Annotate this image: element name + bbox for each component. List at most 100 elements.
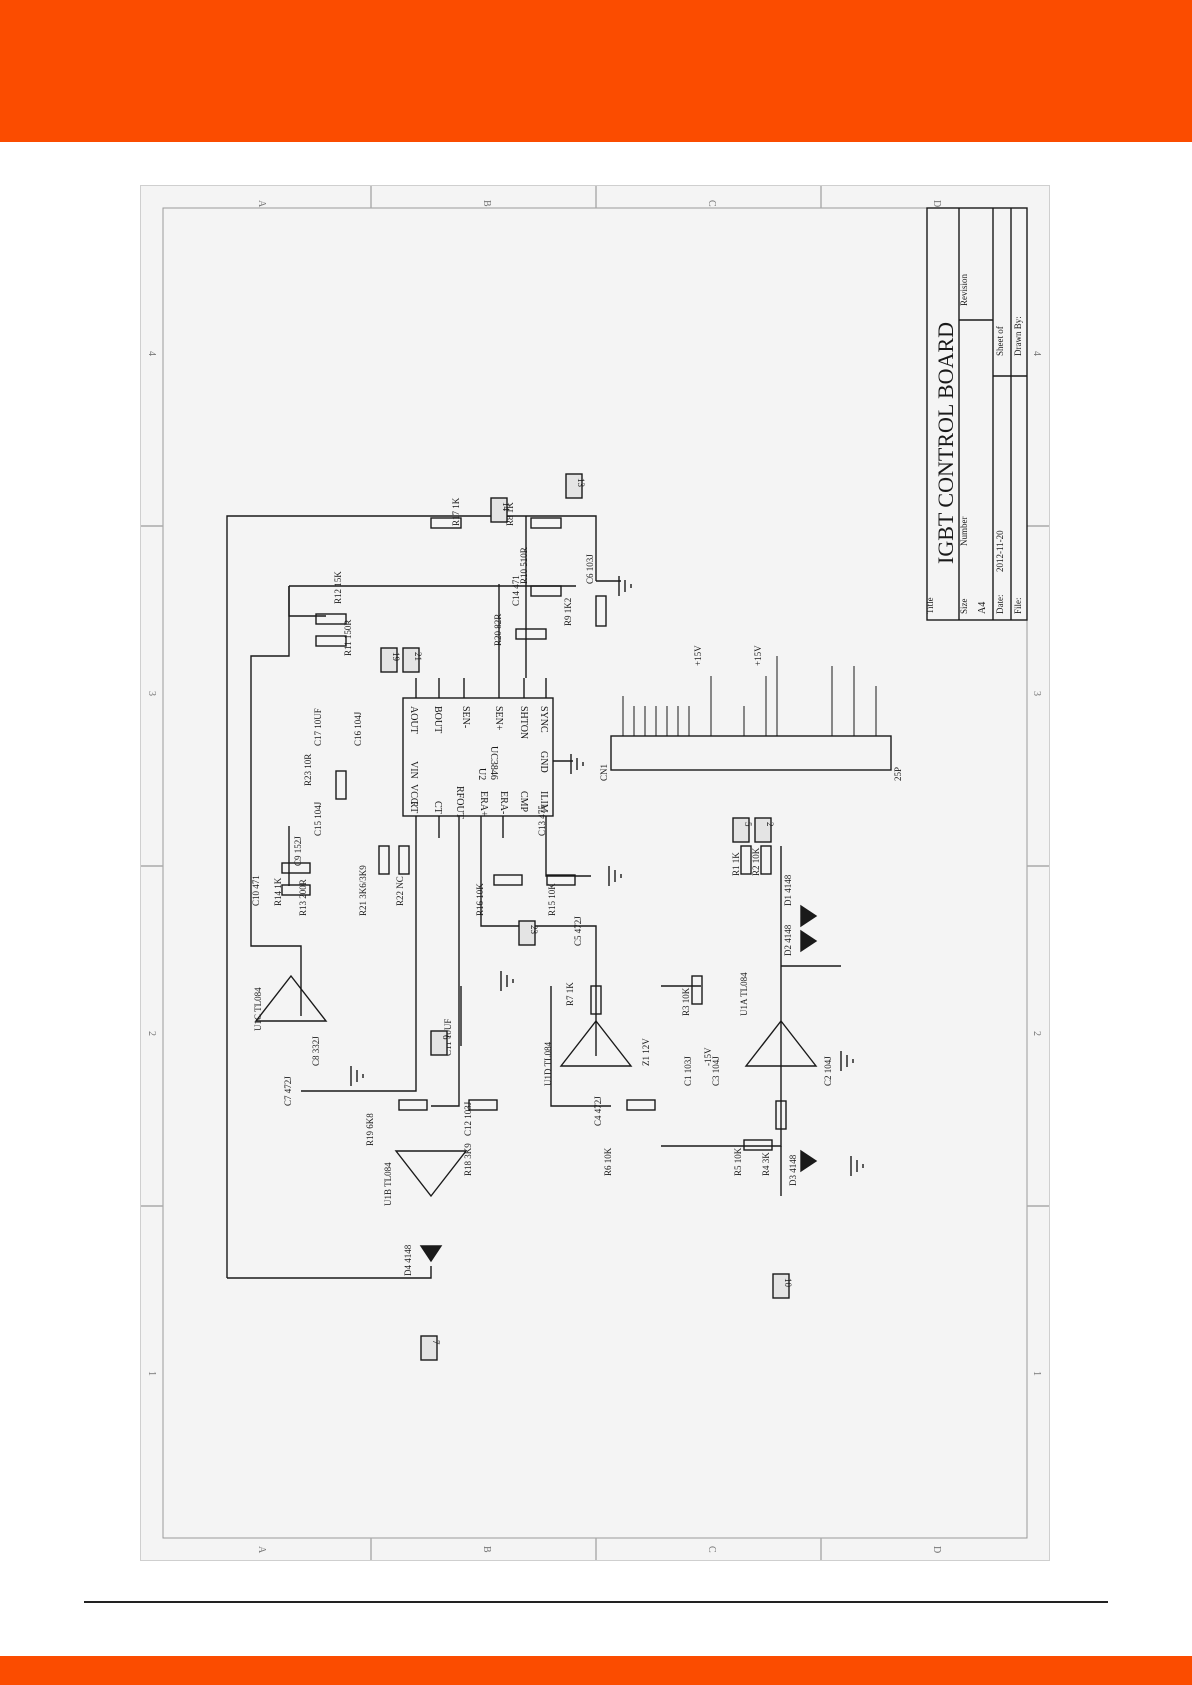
u2-pin-era-plus: ERA+: [478, 791, 489, 817]
svg-text:7: 7: [431, 1340, 441, 1345]
svg-text:5: 5: [743, 822, 753, 827]
svg-text:6: 6: [441, 1035, 451, 1040]
grid-col-a-top: A: [256, 200, 267, 208]
label-c6: C6 103J: [585, 554, 595, 584]
label-c13: C13 475: [537, 805, 547, 836]
port-2: 2: [754, 817, 775, 843]
u2-pin-sen-minus: SEN-: [460, 706, 471, 728]
label-r12: R12 15K: [333, 571, 343, 604]
label-c7: C7 472J: [283, 1076, 293, 1106]
supply-plus15: +15V: [693, 645, 703, 666]
label-d3: D3 4148: [788, 1154, 798, 1186]
grid-col-a-bottom: A: [256, 1546, 267, 1554]
label-r11: R11 150R: [343, 620, 353, 656]
size-value: A4: [977, 602, 988, 614]
title-text: IGBT CONTROL BOARD: [933, 322, 958, 564]
label-c4: C4 472J: [593, 1096, 603, 1126]
label-u1d: U1D TL084: [543, 1041, 553, 1086]
label-r21: R21 3K6/3K9: [358, 865, 368, 916]
label-u1a: U1A TL084: [739, 972, 749, 1016]
u2-pin-rt: RT: [408, 801, 419, 813]
port-10: 10: [772, 1273, 793, 1299]
label-r14: R14 1K: [273, 877, 283, 906]
port-5: 5: [732, 817, 753, 843]
label-c12: C12 103J: [463, 1101, 473, 1136]
port-23: 23: [518, 920, 539, 946]
net-ports: 13 14 19 21 6 23 7 5 2 10: [380, 473, 793, 1361]
d2-diode-icon: [800, 929, 818, 953]
label-r13: R13 200R: [298, 879, 308, 916]
sheet-label: Sheet of: [995, 326, 1005, 356]
svg-text:14: 14: [501, 502, 511, 512]
components: [254, 517, 818, 1263]
label-r2: R2 10K: [751, 847, 761, 876]
grid-row-4-left: 4: [146, 351, 157, 356]
label-c16: C16 104J: [353, 711, 363, 746]
label-r8: R8 1K: [505, 502, 515, 526]
ground-icon: [618, 576, 632, 596]
grid-col-b-bottom: B: [481, 1546, 492, 1553]
label-r22: R22 NC: [395, 876, 405, 906]
label-r15: R15 10K: [547, 883, 557, 916]
ground-icon: [840, 1051, 854, 1071]
supply-plus15-b: +15V: [753, 645, 763, 666]
u2-pin-ilim: ILIM: [538, 791, 549, 813]
label-r23: R23 10R: [303, 754, 313, 786]
u2-pin-shton: SHTON: [518, 706, 529, 739]
grid-row-2-right: 2: [1031, 1031, 1042, 1036]
label-c5: C5 472J: [573, 916, 583, 946]
cn1-connector: CN1 25P: [599, 656, 903, 781]
label-r1: R1 1K: [731, 852, 741, 876]
ground-icon: [500, 971, 514, 991]
label-r19: R19 6K8: [365, 1113, 375, 1146]
u1b-opamp: [394, 1150, 468, 1198]
u2-pin-ct: CT: [432, 801, 443, 814]
grid-col-b-top: B: [481, 200, 492, 207]
u2-pin-rfout: RFOUT: [454, 786, 465, 819]
label-c1: C1 103J: [683, 1056, 693, 1086]
label-c14: C14 471: [511, 575, 521, 606]
title-block: Title IGBT CONTROL BOARD Size A4 Number …: [925, 207, 1028, 621]
u2-pin-aout: AOUT: [408, 706, 419, 734]
svg-text:10: 10: [783, 1278, 793, 1288]
label-r20: R20 82R: [493, 614, 503, 646]
u2-pin-era-minus: ERA-: [498, 791, 509, 814]
u1c-opamp: [254, 974, 328, 1022]
grid-row-2-left: 2: [146, 1031, 157, 1036]
svg-text:13: 13: [576, 478, 586, 488]
ground-symbols: [350, 576, 864, 1176]
u2-value: UC3846: [488, 746, 499, 780]
u2-pin-sync: SYNC: [538, 706, 549, 733]
port-14: 14: [490, 497, 511, 523]
label-u1c: U1C TL084: [253, 987, 263, 1031]
label-c2: C2 104J: [823, 1056, 833, 1086]
grid-row-3-left: 3: [146, 691, 157, 696]
label-r10: R10 510R: [519, 547, 529, 584]
u2-pin-cmp: CMP: [518, 791, 529, 813]
grid-labels: A B C D A B C D 4 3 2 1 4 3 2 1: [141, 186, 1049, 1560]
size-label: Size: [959, 598, 969, 614]
d4-diode-icon: [419, 1245, 443, 1263]
label-r6: R6 10K: [603, 1147, 613, 1176]
supply-minus15: -15V: [703, 1047, 713, 1066]
u2-pin-bout: BOUT: [432, 706, 443, 733]
grid-col-c-top: C: [706, 200, 717, 207]
footer-band: [0, 1656, 1192, 1685]
label-c10: C10 471: [251, 875, 261, 906]
ground-icon: [350, 1066, 364, 1086]
label-u1b: U1B TL084: [383, 1162, 393, 1206]
svg-text:23: 23: [529, 925, 539, 935]
svg-text:21: 21: [413, 652, 423, 661]
d3-diode-icon: [800, 1149, 818, 1173]
footer-rule: [84, 1601, 1108, 1603]
u2-pin-sen-plus: SEN+: [493, 706, 504, 731]
header-band: [0, 0, 1192, 142]
label-d1: D1 4148: [783, 874, 793, 906]
label-z1: Z1 12V: [641, 1038, 651, 1066]
grid-col-d-top: D: [931, 200, 942, 207]
date-label: Date:: [995, 595, 1005, 615]
label-c11: C11 10UF: [443, 1019, 453, 1056]
u2-pin-vcc: VCC: [408, 784, 419, 805]
label-d2: D2 4148: [783, 924, 793, 956]
port-7: 7: [420, 1335, 441, 1361]
